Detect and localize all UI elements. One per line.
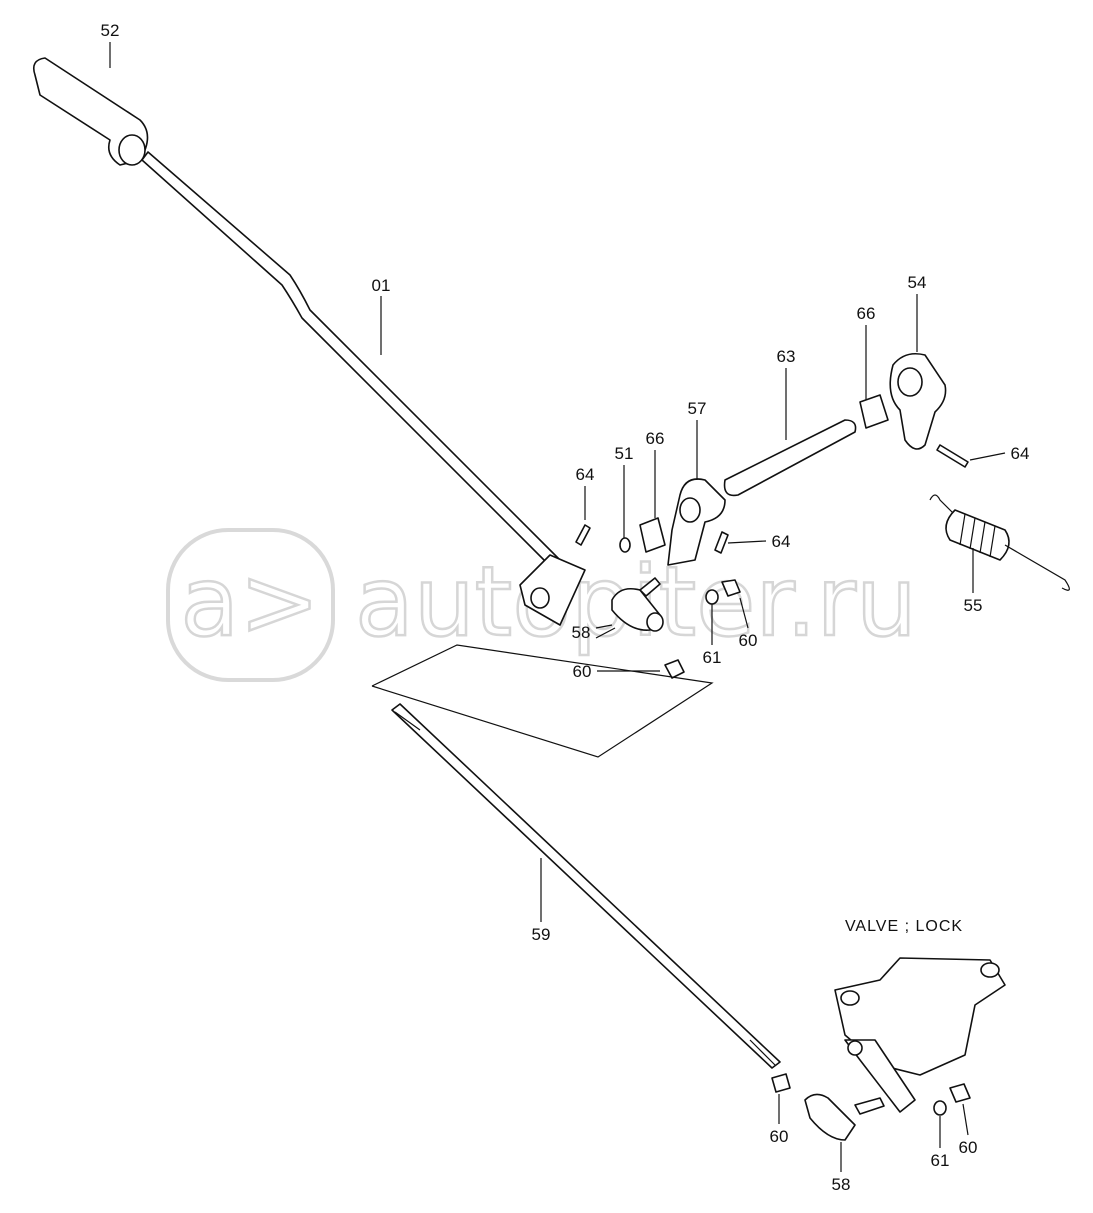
callout-58: 58 bbox=[832, 1175, 851, 1194]
callout-60: 60 bbox=[573, 662, 592, 681]
part-rod-59 bbox=[391, 703, 781, 1069]
callout-61: 61 bbox=[931, 1151, 950, 1170]
valve-lock-caption: VALVE ; LOCK bbox=[845, 918, 963, 935]
part-lever-57 bbox=[667, 478, 726, 566]
callout-58: 58 bbox=[572, 623, 591, 642]
part-nut-60c bbox=[771, 1073, 791, 1093]
callout-52: 52 bbox=[101, 21, 120, 40]
watermark-logo-frame bbox=[166, 528, 335, 682]
part-spring-55 bbox=[929, 494, 1070, 591]
callout-59: 59 bbox=[532, 925, 551, 944]
callout-51: 51 bbox=[615, 444, 634, 463]
part-washer-61b bbox=[933, 1100, 947, 1116]
part-bushing-66b bbox=[639, 517, 666, 553]
callout-66: 66 bbox=[646, 429, 665, 448]
callout-57: 57 bbox=[688, 399, 707, 418]
part-arm-54 bbox=[889, 352, 947, 450]
callout-01: 01 bbox=[372, 276, 391, 295]
part-nut-60a bbox=[721, 579, 741, 597]
watermark-logo: a> bbox=[180, 546, 319, 658]
callout-63: 63 bbox=[777, 347, 796, 366]
part-washer-61a bbox=[705, 589, 719, 605]
part-pin-64c bbox=[936, 444, 969, 468]
part-pin-64a bbox=[575, 524, 591, 546]
callout-60: 60 bbox=[770, 1127, 789, 1146]
part-nut-60d bbox=[949, 1083, 971, 1103]
leader-lines bbox=[109, 42, 1006, 1172]
callout-54: 54 bbox=[908, 273, 927, 292]
part-valve-lock bbox=[834, 957, 1006, 1113]
callout-55: 55 bbox=[964, 596, 983, 615]
part-washer-51 bbox=[619, 537, 631, 553]
callout-64: 64 bbox=[772, 532, 791, 551]
callout-66: 66 bbox=[857, 304, 876, 323]
part-pin-63 bbox=[723, 419, 857, 497]
callout-60: 60 bbox=[739, 631, 758, 650]
part-nut-60b bbox=[664, 659, 685, 679]
part-lever-01 bbox=[141, 151, 561, 569]
part-pin-64b bbox=[714, 531, 729, 554]
assembly-bracket bbox=[371, 644, 714, 758]
part-bushing-66 bbox=[859, 394, 889, 429]
part-balljoint-58b bbox=[804, 1093, 856, 1141]
part-grip-52 bbox=[32, 57, 149, 166]
callout-64: 64 bbox=[1011, 444, 1030, 463]
callout-64: 64 bbox=[576, 465, 595, 484]
callout-60: 60 bbox=[959, 1138, 978, 1157]
callout-61: 61 bbox=[703, 648, 722, 667]
